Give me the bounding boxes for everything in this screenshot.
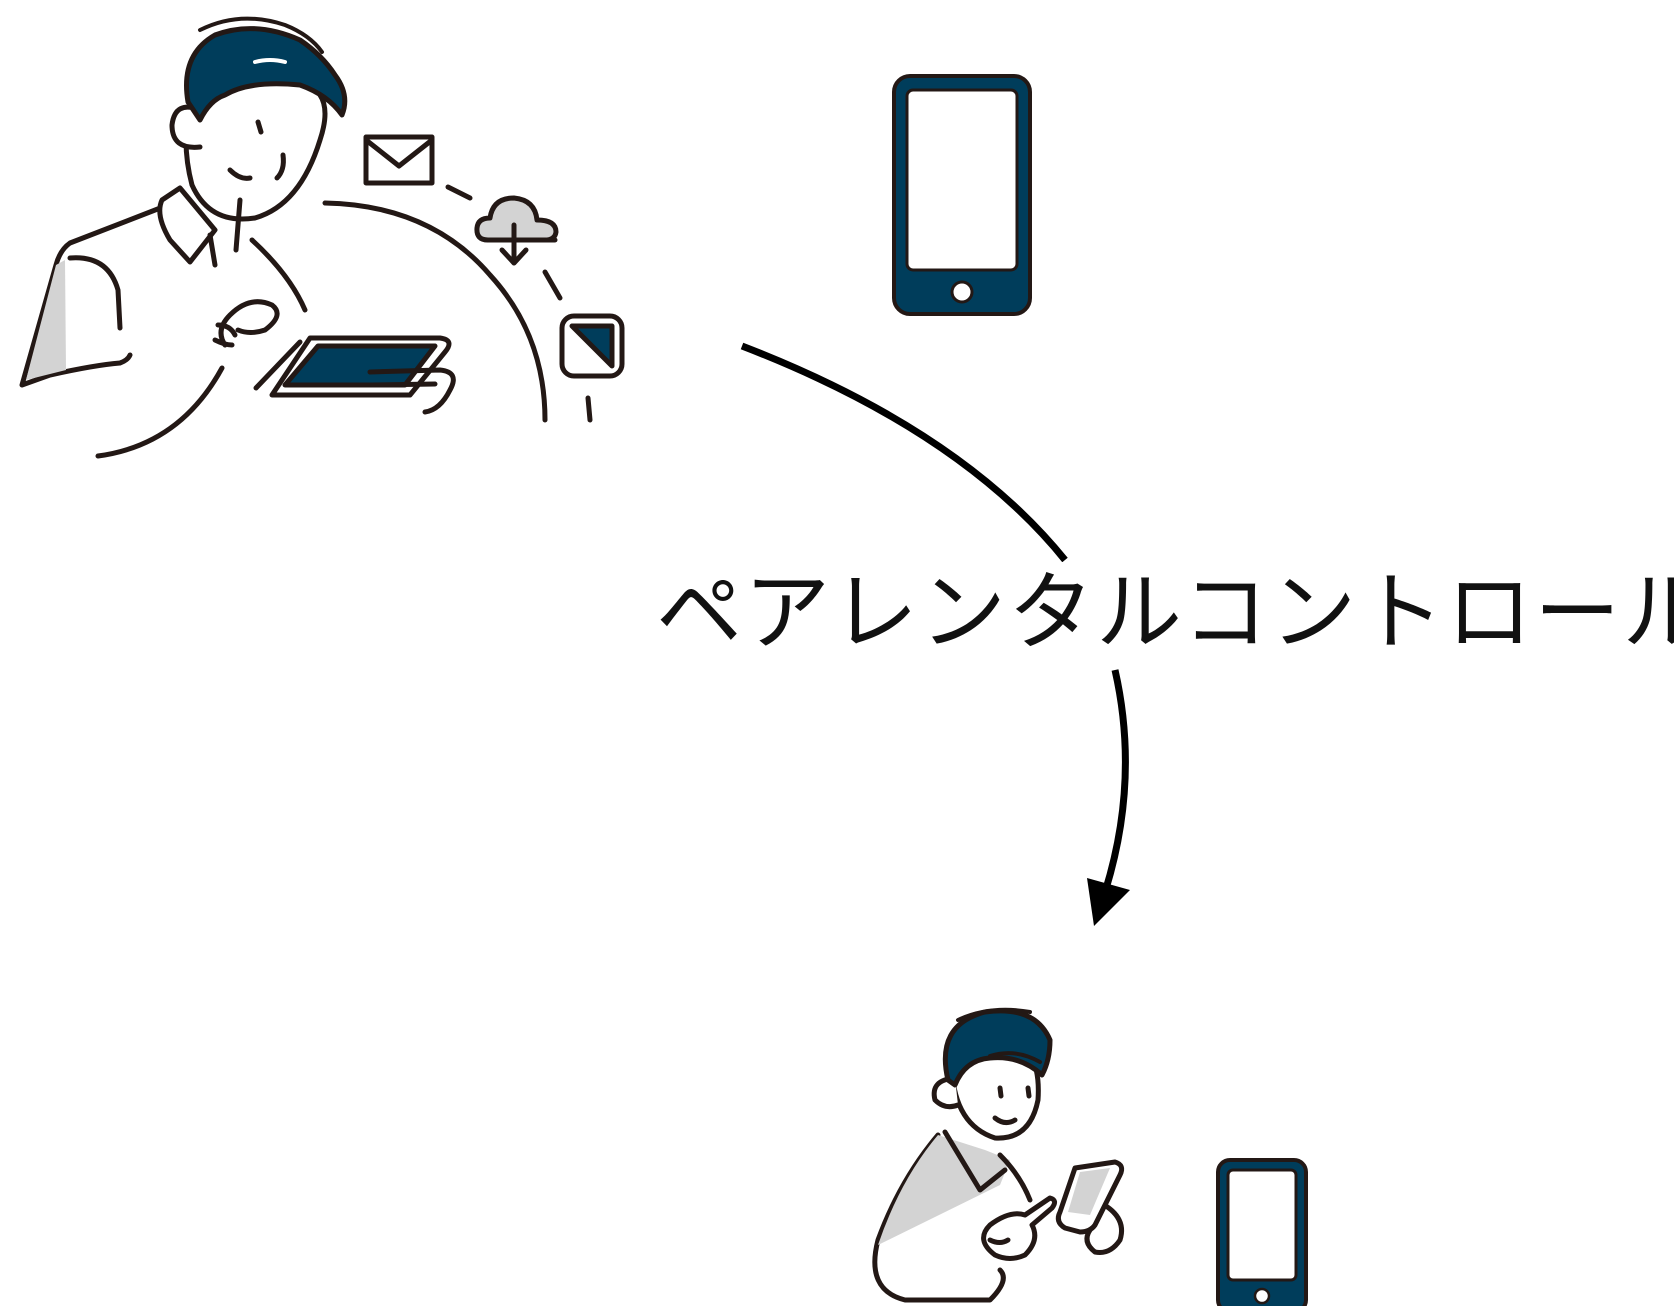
image-icon	[559, 313, 625, 379]
parent-shoulder-shade	[26, 260, 66, 380]
child-hair	[942, 1008, 1053, 1088]
parent-arm	[67, 255, 123, 331]
arrowhead	[1087, 878, 1130, 926]
parent-hair	[184, 26, 348, 123]
parent-figure	[19, 16, 593, 459]
child-torso-shade	[878, 1135, 1010, 1245]
child-hand	[981, 1195, 1058, 1261]
child-figure	[872, 1007, 1124, 1303]
parent-phone-icon	[892, 74, 1032, 316]
parent-hand	[218, 299, 280, 348]
child-handheld-phone	[1055, 1159, 1125, 1235]
cloud-download-icon	[474, 195, 559, 266]
mail-icon	[363, 134, 435, 186]
child-torso	[872, 1132, 1006, 1303]
arrow-upper-curve	[740, 342, 1068, 563]
flow-arrow	[740, 342, 1129, 894]
child-face	[949, 1052, 1041, 1141]
child-phone-icon	[1216, 1158, 1308, 1306]
parental-control-label: ペアレンタルコントロール	[652, 562, 1674, 666]
parent-face	[183, 92, 328, 222]
parent-ear	[169, 104, 203, 150]
parent-collar	[157, 185, 218, 265]
arrow-lower-curve	[1101, 669, 1129, 894]
